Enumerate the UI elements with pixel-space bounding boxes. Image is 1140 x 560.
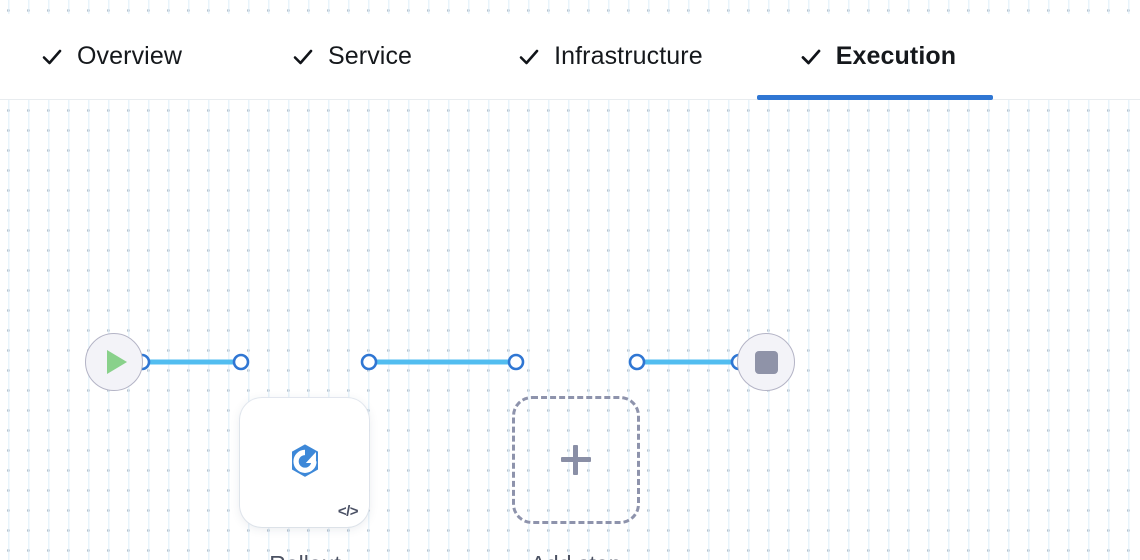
- active-tab-indicator: [756, 95, 994, 100]
- tab-label: Service: [328, 42, 413, 70]
- stop-icon: [754, 350, 778, 374]
- pipeline-start-node[interactable]: [85, 333, 143, 391]
- tab-execution[interactable]: Execution: [756, 14, 994, 100]
- pipeline-end-node[interactable]: [737, 333, 795, 391]
- plus-icon: [561, 445, 591, 475]
- pipeline-stage-tabs: Overview Service Infrastructure Executio…: [0, 14, 1140, 100]
- play-icon: [107, 350, 127, 374]
- tab-label: Infrastructure: [554, 42, 703, 70]
- check-icon: [40, 45, 64, 69]
- check-icon: [799, 45, 823, 69]
- rollout-deployment-icon: [291, 443, 318, 477]
- step-node-rollout-deployment[interactable]: </>: [240, 398, 369, 527]
- tab-infrastructure[interactable]: Infrastructure: [517, 14, 703, 99]
- code-icon: </>: [337, 503, 359, 520]
- step-node-label: Rollout Deployment: [180, 543, 430, 560]
- check-icon: [517, 45, 541, 69]
- tab-label: Execution: [835, 42, 957, 70]
- tab-label: Overview: [77, 42, 182, 70]
- tab-overview[interactable]: Overview: [40, 14, 182, 99]
- tab-service[interactable]: Service: [291, 14, 412, 99]
- execution-graph-canvas[interactable]: </> Rollout Deployment Add step: [0, 100, 1140, 560]
- add-step-label: Add step: [478, 543, 674, 560]
- add-step-button[interactable]: [512, 396, 640, 524]
- check-icon: [291, 45, 315, 69]
